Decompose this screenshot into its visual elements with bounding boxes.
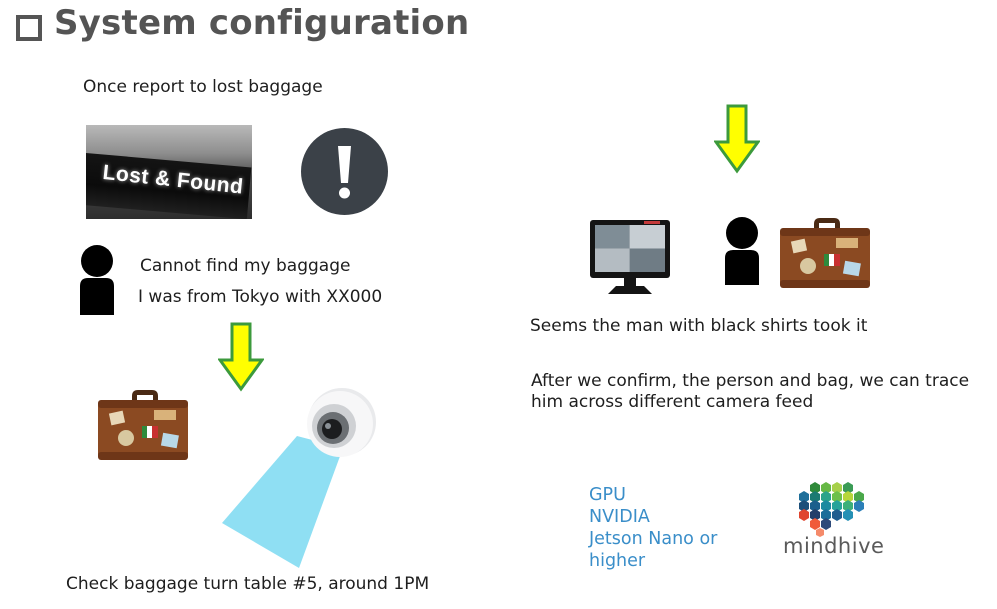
title-bullet-square [16, 15, 42, 41]
lost-and-found-sign-image: Lost & Found [86, 125, 252, 219]
speech-line-1: Cannot find my baggage [140, 256, 351, 276]
mindhive-hexagon-logo-icon [799, 482, 864, 537]
gpu-line: Jetson Nano or [589, 529, 718, 549]
check-caption: Check baggage turn table #5, around 1PM [66, 574, 430, 594]
down-arrow-icon [218, 322, 264, 392]
person-icon [725, 217, 759, 285]
gpu-line: higher [589, 551, 646, 571]
speech-line-2: I was from Tokyo with XX000 [138, 287, 383, 307]
person-icon [80, 245, 114, 315]
security-camera-icon [222, 388, 376, 568]
confirm-line-1: After we confirm, the person and bag, we… [531, 371, 970, 391]
monitor-icon [590, 220, 670, 294]
mindhive-logo-text: mindhive [783, 534, 885, 558]
gpu-spec-text: GPU NVIDIA Jetson Nano or higher [589, 484, 717, 572]
confirm-line-2: him across different camera feed [531, 392, 814, 412]
suitcase-icon [98, 390, 188, 460]
exclamation-icon [301, 128, 388, 215]
report-caption: Once report to lost baggage [83, 77, 323, 97]
gpu-line: GPU [589, 485, 626, 505]
seems-caption: Seems the man with black shirts took it [530, 316, 868, 336]
gpu-line: NVIDIA [589, 507, 650, 527]
slide-title: System configuration [54, 3, 470, 43]
suitcase-icon [780, 218, 870, 288]
down-arrow-icon [714, 104, 760, 174]
